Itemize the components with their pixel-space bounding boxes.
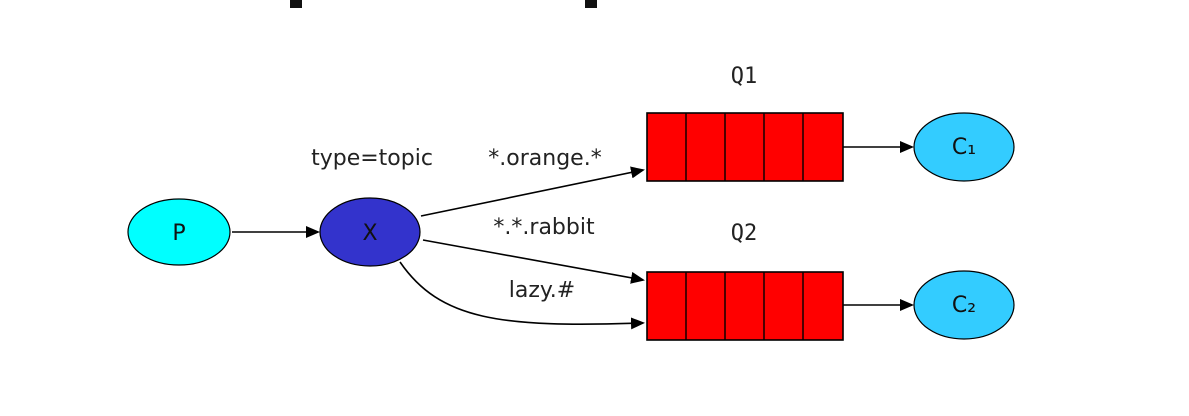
edge-exchange-queue2-lazy bbox=[399, 261, 645, 330]
consumer1-node: C₁ bbox=[913, 112, 1015, 182]
consumer1-label: C₁ bbox=[952, 135, 976, 160]
queue1 bbox=[646, 112, 844, 182]
queue2 bbox=[646, 271, 844, 341]
exchange-node: X bbox=[319, 197, 421, 267]
consumer2-label: C₂ bbox=[952, 293, 976, 318]
edge-exchange-queue1 bbox=[420, 166, 645, 217]
exchange-label: X bbox=[362, 221, 377, 246]
cropped-title-fragment bbox=[290, 0, 302, 8]
consumer2-node: C₂ bbox=[913, 270, 1015, 340]
binding-key-orange: *.orange.* bbox=[488, 146, 601, 171]
producer-node: P bbox=[127, 198, 231, 266]
cropped-title-fragment bbox=[585, 0, 597, 8]
binding-key-rabbit: *.*.rabbit bbox=[493, 215, 595, 240]
binding-key-lazy: lazy.# bbox=[509, 278, 575, 303]
queue1-label: Q1 bbox=[731, 64, 758, 89]
edge-exchange-queue2-rabbit bbox=[422, 239, 645, 284]
exchange-type-label: type=topic bbox=[311, 146, 433, 171]
queue2-label: Q2 bbox=[731, 221, 758, 246]
producer-label: P bbox=[172, 221, 185, 246]
